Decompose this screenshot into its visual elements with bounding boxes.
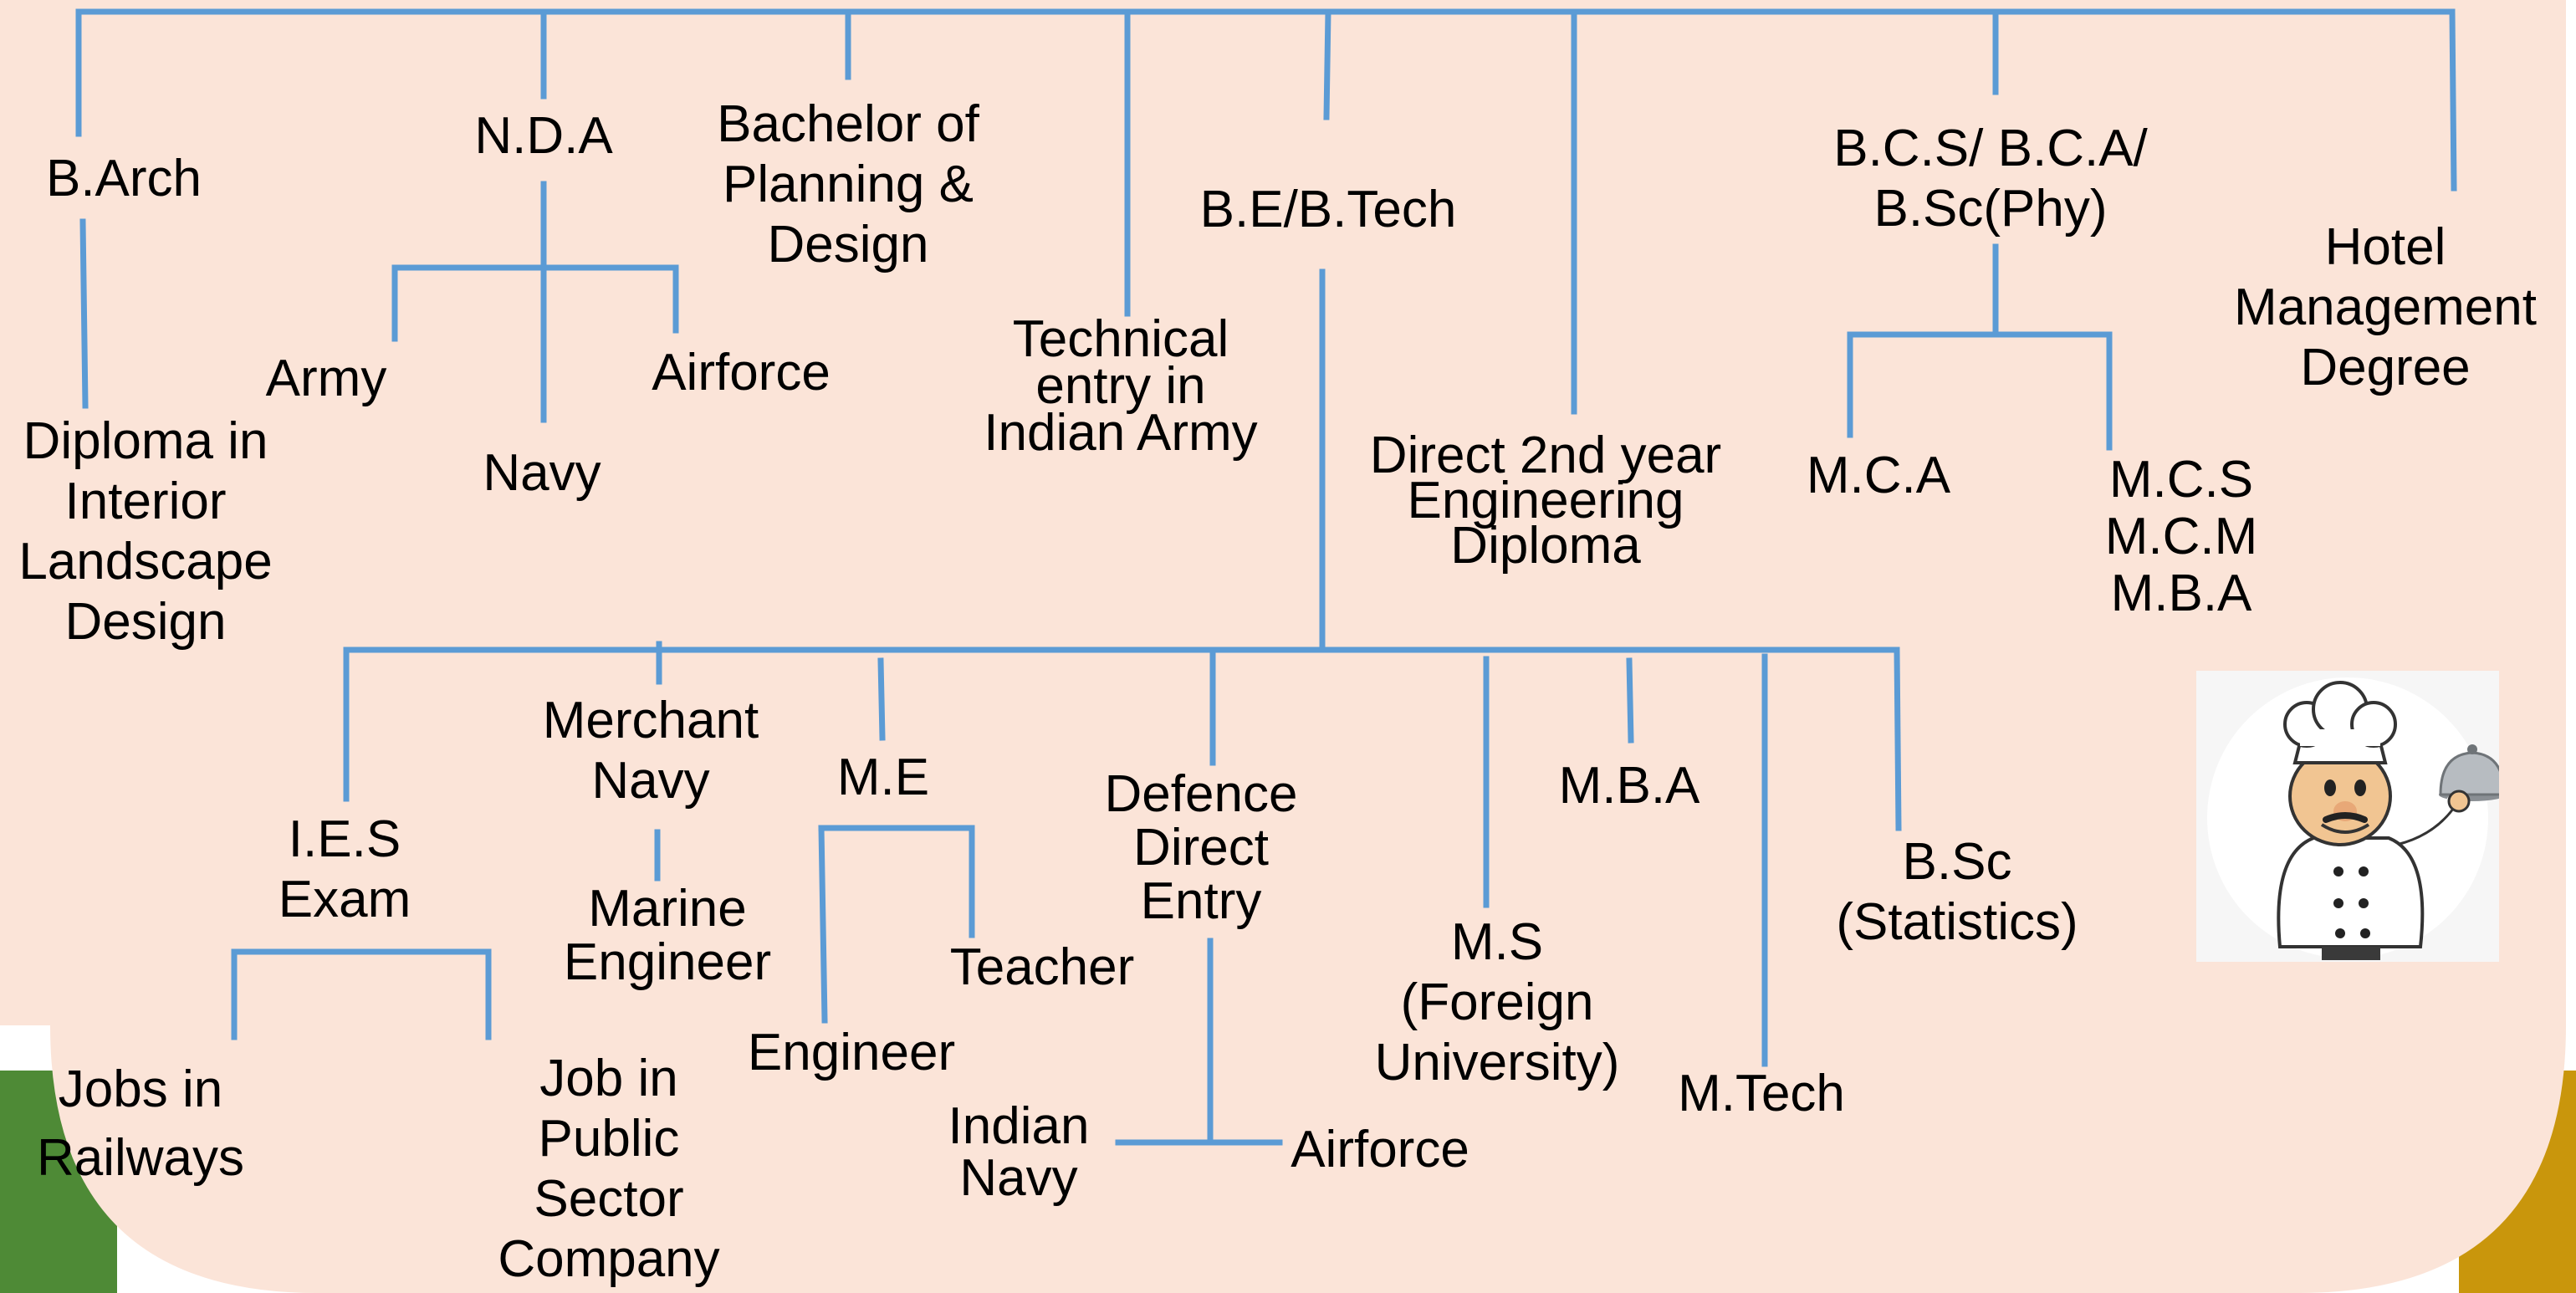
node-mca: M.C.A [1806,447,1951,504]
node-bsc-statistics: B.Sc(Statistics) [1836,833,2078,951]
node-airforce-nda: Airforce [652,344,831,401]
node-mba: M.B.A [1558,757,1700,815]
node-barch: B.Arch [45,150,202,207]
chef-holding-cloche-icon [2207,677,2506,960]
node-engineer: Engineer [747,1024,956,1081]
node-teacher: Teacher [949,938,1135,996]
node-be-btech: B.E/B.Tech [1199,181,1457,238]
node-me: M.E [836,749,930,806]
node-mtech: M.Tech [1678,1065,1845,1122]
chef-image [2196,671,2506,962]
node-bcs-bca-bsc-phy: B.C.S/ B.C.A/B.Sc(Phy) [1833,120,2148,238]
node-airforce-defence: Airforce [1291,1121,1469,1178]
node-navy: Navy [483,444,601,502]
node-army: Army [265,350,387,407]
node-nda: N.D.A [474,107,613,165]
connector-lines [75,8,2457,1146]
